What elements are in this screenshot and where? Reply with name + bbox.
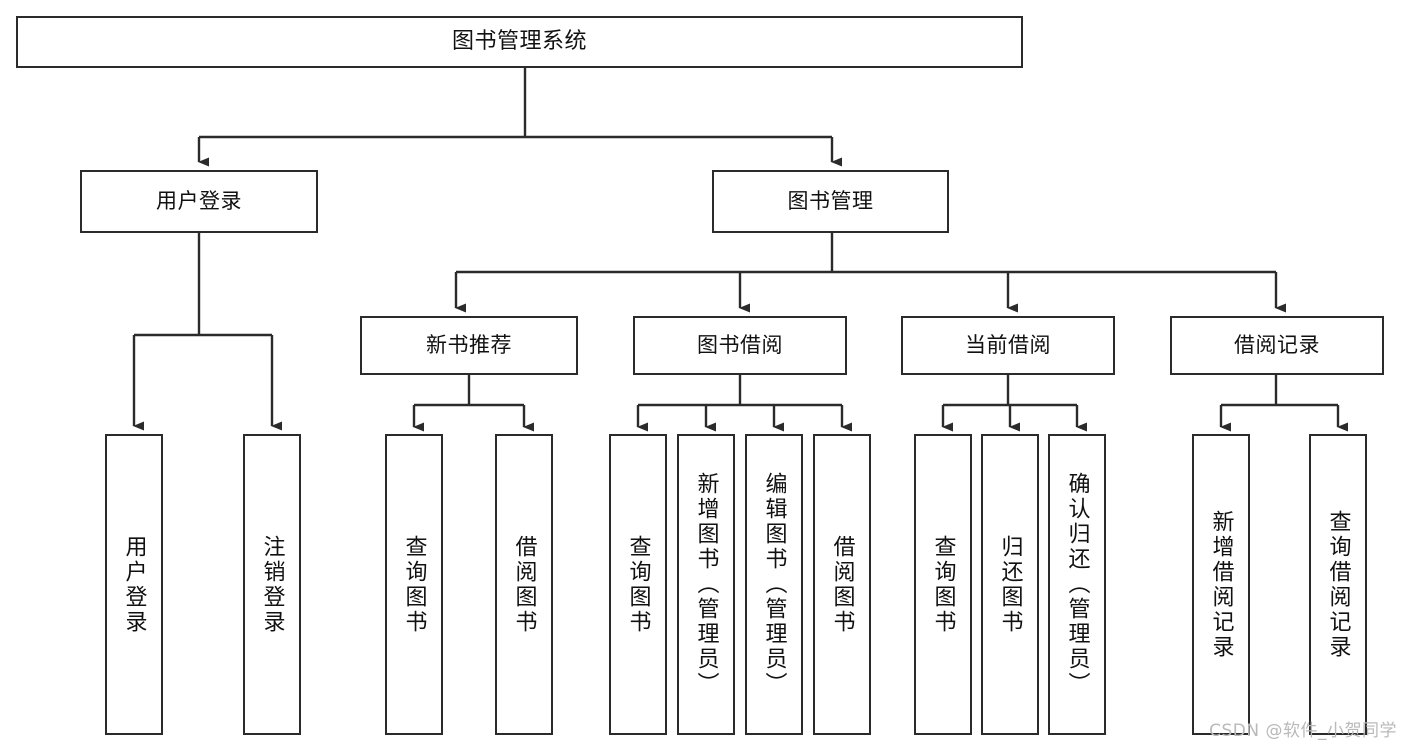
node-leaf-query-record[interactable]: 查询借阅记录 xyxy=(1309,434,1367,735)
node-label: 用户登录 xyxy=(121,534,147,635)
node-leaf-query-book-2[interactable]: 查询图书 xyxy=(609,434,667,735)
node-leaf-user-login[interactable]: 用户登录 xyxy=(105,434,163,735)
node-label: 借阅记录 xyxy=(1234,333,1320,358)
node-label: 借阅图书 xyxy=(829,534,855,635)
node-label: 新书推荐 xyxy=(426,333,512,358)
node-label: 查询图书 xyxy=(930,534,956,635)
node-label: 查询图书 xyxy=(625,534,651,635)
node-new-book-recommend[interactable]: 新书推荐 xyxy=(360,316,578,375)
node-book-manage[interactable]: 图书管理 xyxy=(712,170,949,233)
node-label: 用户登录 xyxy=(156,189,242,214)
node-label: 当前借阅 xyxy=(965,333,1051,358)
node-leaf-borrow-book-1[interactable]: 借阅图书 xyxy=(495,434,553,735)
node-leaf-add-record[interactable]: 新增借阅记录 xyxy=(1192,434,1250,735)
node-leaf-user-logout[interactable]: 注销登录 xyxy=(243,434,301,735)
node-label: 新增借阅记录 xyxy=(1208,509,1234,660)
node-label: 查询借阅记录 xyxy=(1325,509,1351,660)
node-leaf-add-book[interactable]: 新增图书（管理员） xyxy=(677,434,735,735)
node-leaf-confirm-return[interactable]: 确认归还（管理员） xyxy=(1048,434,1106,735)
node-label: 新增图书（管理员） xyxy=(693,472,719,697)
node-root-system[interactable]: 图书管理系统 xyxy=(16,16,1023,68)
node-label: 编辑图书（管理员） xyxy=(761,472,787,697)
csdn-watermark: CSDN @软件_小贺同学 xyxy=(1209,721,1397,741)
node-label: 借阅图书 xyxy=(511,534,537,635)
node-current-borrow[interactable]: 当前借阅 xyxy=(901,316,1115,375)
node-user-login[interactable]: 用户登录 xyxy=(80,170,318,233)
node-borrow-record[interactable]: 借阅记录 xyxy=(1170,316,1384,375)
node-label: 图书管理系统 xyxy=(451,29,587,55)
node-label: 图书管理 xyxy=(787,189,874,214)
node-leaf-return-book[interactable]: 归还图书 xyxy=(981,434,1039,735)
node-leaf-query-book-3[interactable]: 查询图书 xyxy=(914,434,972,735)
node-label: 注销登录 xyxy=(259,534,285,635)
node-label: 归还图书 xyxy=(997,534,1023,635)
node-leaf-borrow-book-2[interactable]: 借阅图书 xyxy=(813,434,871,735)
node-label: 确认归还（管理员） xyxy=(1064,472,1090,697)
node-leaf-edit-book[interactable]: 编辑图书（管理员） xyxy=(745,434,803,735)
node-label: 查询图书 xyxy=(401,534,427,635)
node-leaf-query-book-1[interactable]: 查询图书 xyxy=(385,434,443,735)
node-label: 图书借阅 xyxy=(697,333,783,358)
node-book-borrow[interactable]: 图书借阅 xyxy=(633,316,847,375)
